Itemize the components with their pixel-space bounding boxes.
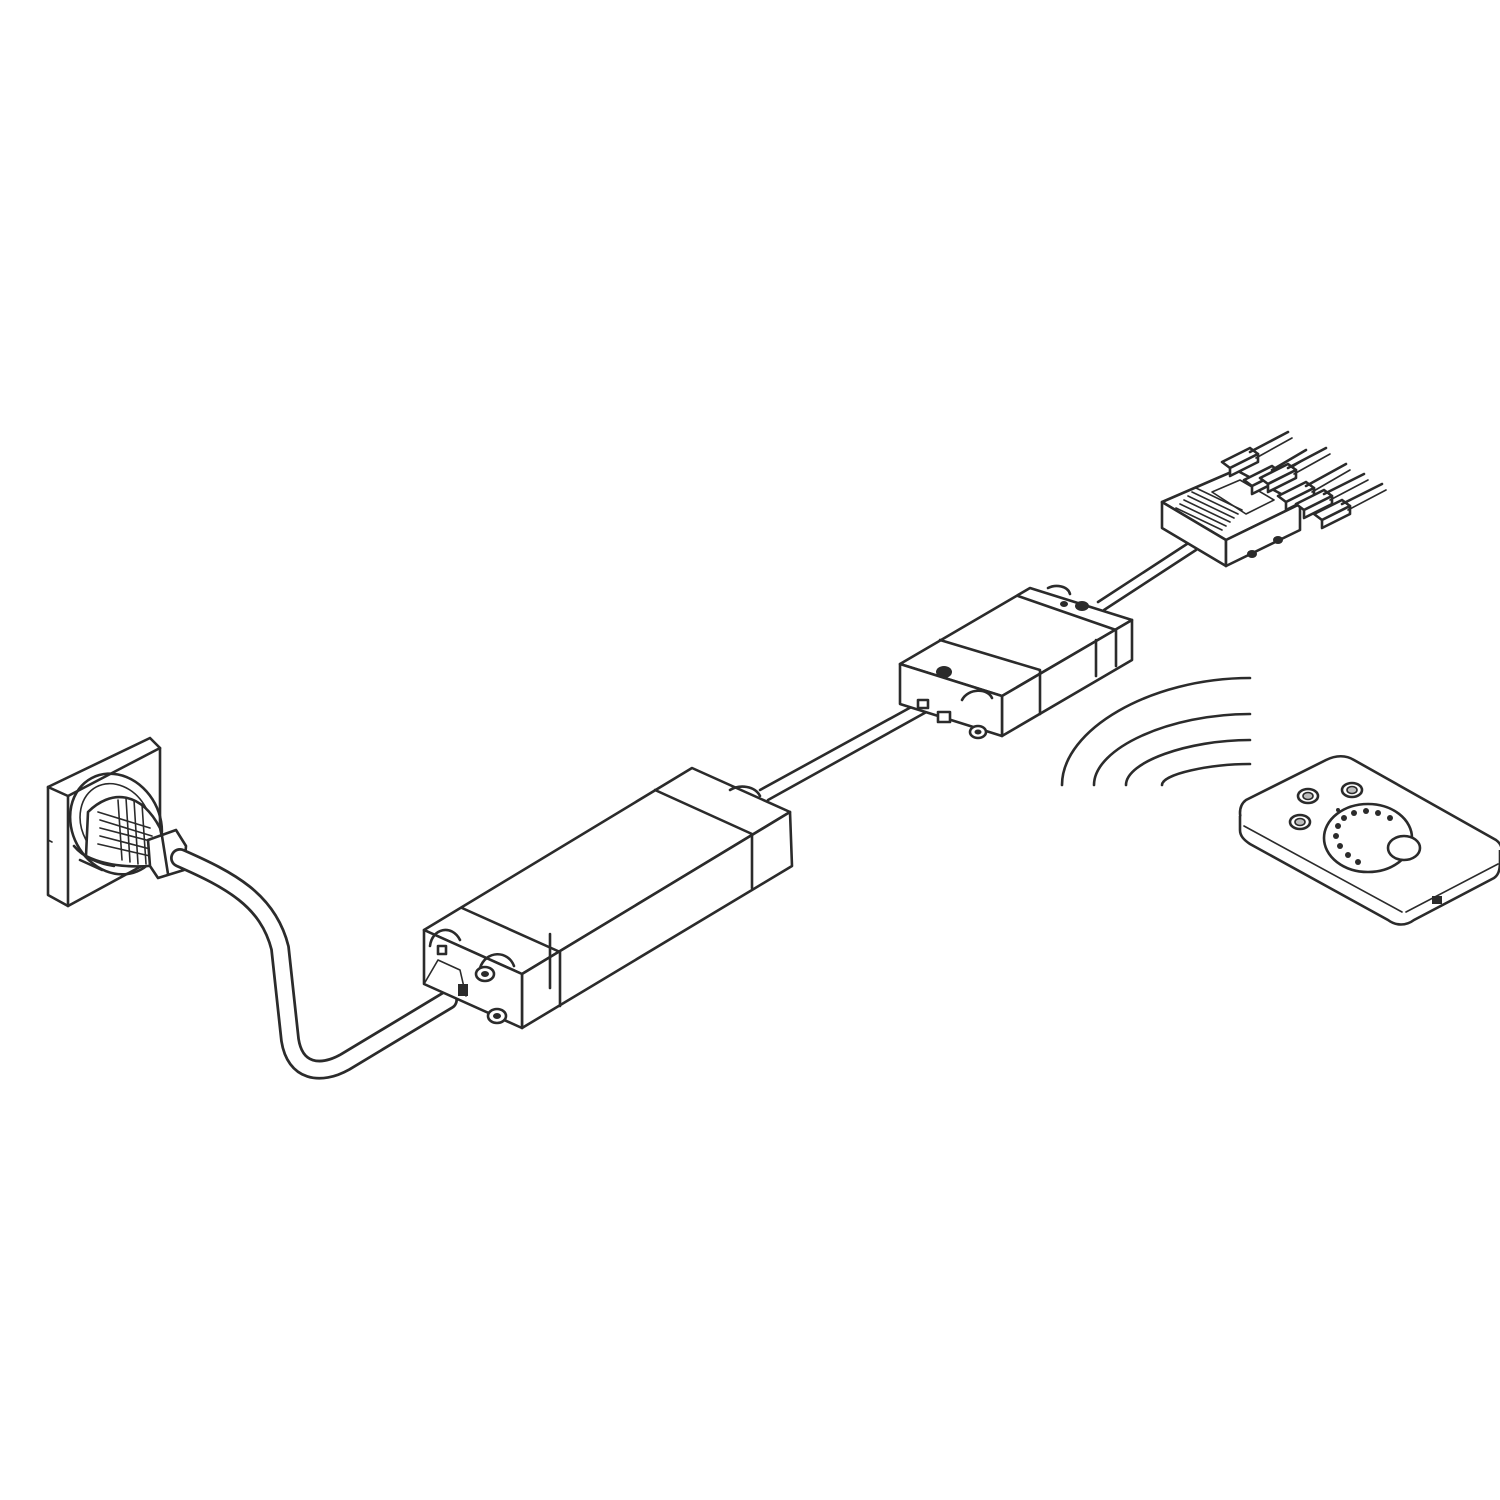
cable-icon (170, 848, 458, 1080)
plug-icon (72, 795, 188, 880)
power-supply-icon (422, 766, 794, 1030)
signal-waves-icon (1060, 676, 1252, 787)
connector-icon (1220, 430, 1387, 530)
cable-icon (1096, 540, 1198, 612)
receiver-icon (898, 584, 1134, 740)
remote-control-icon (1238, 754, 1500, 926)
cable-icon (758, 698, 932, 802)
